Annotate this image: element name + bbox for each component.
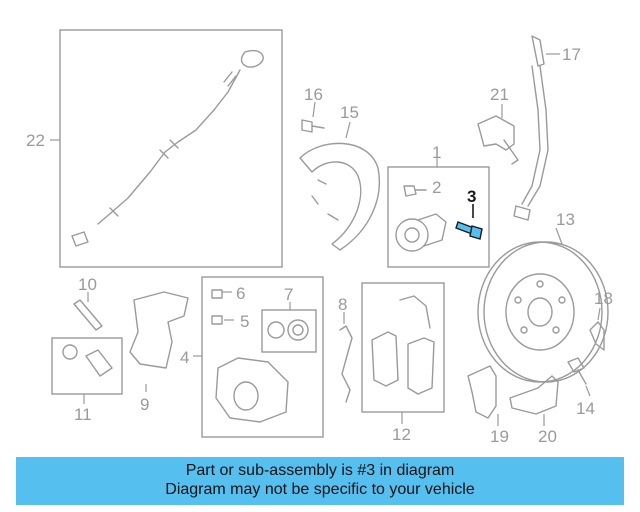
callout-3: 3	[467, 187, 476, 206]
part-16-bolt[interactable]	[301, 101, 325, 133]
callout-9: 9	[140, 395, 149, 414]
callout-21: 21	[490, 85, 509, 104]
callout-4: 4	[180, 348, 189, 367]
banner-line-part-number: Part or sub-assembly is #3 in diagram	[185, 462, 455, 479]
part-11-boot-kit[interactable]	[51, 337, 123, 404]
part-7-seal-kit[interactable]	[261, 302, 317, 353]
callout-10: 10	[78, 275, 97, 294]
part-1-hub-assembly[interactable]	[387, 158, 490, 268]
callout-6: 6	[236, 284, 245, 303]
callout-12: 12	[392, 425, 411, 444]
callout-8: 8	[338, 295, 347, 314]
callout-2: 2	[432, 178, 441, 197]
part-14-bolt[interactable]	[567, 357, 591, 397]
banner-line-disclaimer: Diagram may not be specific to your vehi…	[165, 481, 475, 498]
callout-15: 15	[340, 103, 359, 122]
part-15-dust-shield[interactable]	[299, 121, 381, 251]
callout-14: 14	[576, 399, 595, 418]
callout-19: 19	[490, 427, 509, 446]
callout-22: 22	[26, 131, 45, 150]
part-20-plate[interactable]	[509, 375, 559, 426]
part-22-abs-sensor-wire[interactable]	[50, 29, 283, 268]
callout-20: 20	[538, 427, 557, 446]
callout-1: 1	[432, 143, 441, 162]
part-9-caliper-bracket[interactable]	[129, 291, 189, 392]
callout-17: 17	[562, 45, 581, 64]
callout-18: 18	[594, 289, 613, 308]
callout-13: 13	[556, 210, 575, 229]
part-3-hub-bolt-highlighted[interactable]	[455, 204, 483, 240]
callout-11: 11	[74, 405, 92, 424]
part-18-clip[interactable]	[589, 307, 605, 351]
callout-7: 7	[284, 285, 293, 304]
part-8-spring-clip[interactable]	[339, 312, 353, 403]
part-21-bracket[interactable]	[477, 104, 519, 165]
part-13-brake-rotor[interactable]	[477, 227, 609, 383]
part-12-brake-pad-set[interactable]	[361, 282, 445, 424]
part-17-brake-hose[interactable]	[513, 35, 560, 221]
callout-16: 16	[304, 85, 323, 104]
callout-5: 5	[240, 312, 249, 331]
info-banner: Part or sub-assembly is #3 in diagram Di…	[16, 457, 624, 505]
part-4-caliper-assembly[interactable]	[193, 276, 324, 438]
brake-parts-diagram: 1 2 3 4 5 6 7 8 9 10 11 12 13 14 15 16 1…	[26, 29, 613, 446]
part-19-plate[interactable]	[467, 365, 499, 426]
part-10-guide-pin[interactable]	[73, 292, 103, 331]
